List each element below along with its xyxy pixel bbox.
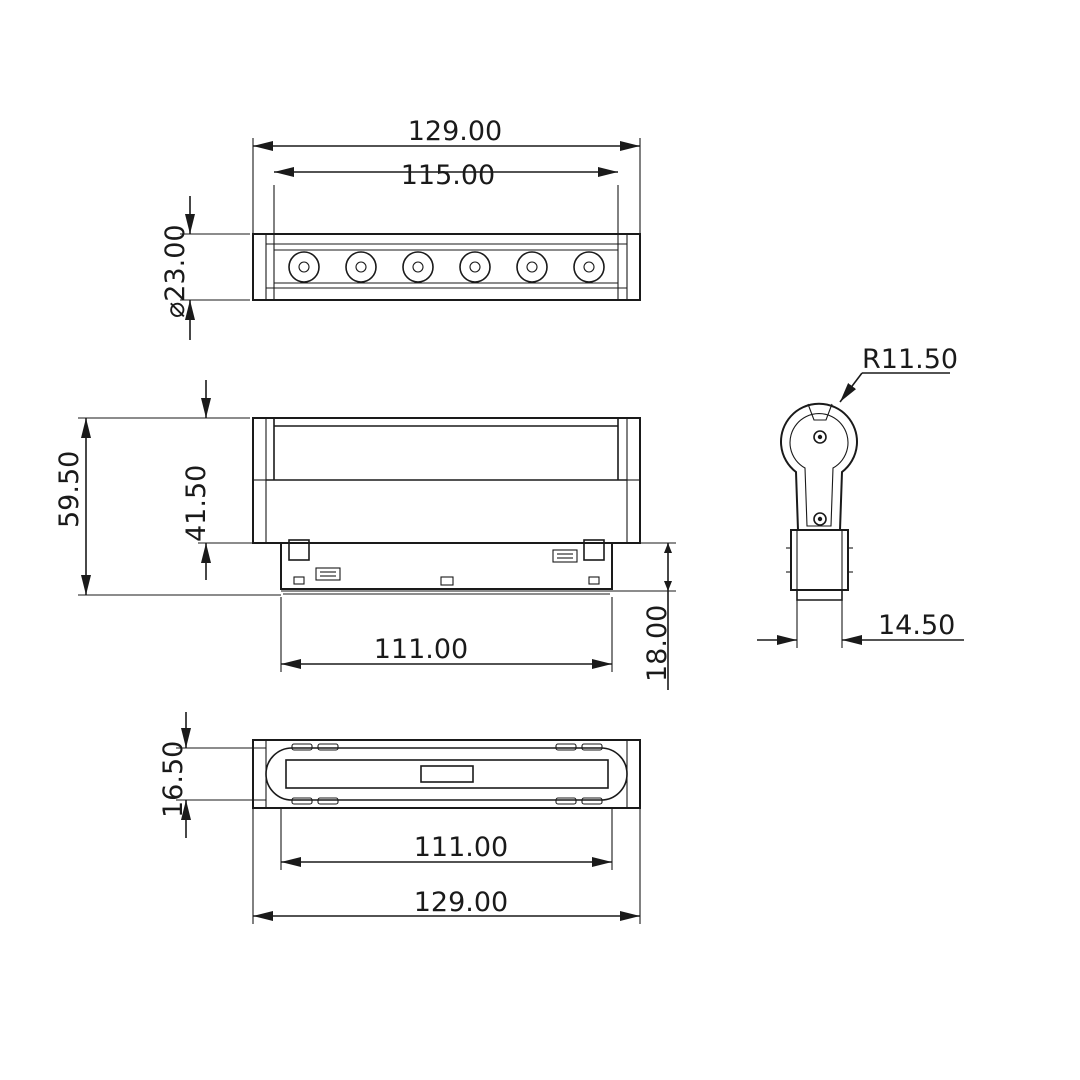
- dim-bottom-overall-length: 129.00: [414, 887, 508, 918]
- bottom-view: 16.50 111.00 129.00: [158, 712, 641, 924]
- label-plate: [420, 765, 474, 783]
- lens: [573, 251, 605, 283]
- lens: [402, 251, 434, 283]
- dim-side-radius: R11.50: [862, 344, 958, 375]
- front-view: 59.50 41.50 111.00 18.00: [54, 380, 676, 690]
- lens: [288, 251, 320, 283]
- dim-bottom-depth: 16.50: [158, 741, 189, 818]
- bottom-body-outline: [252, 739, 641, 809]
- dim-top-overall-length: 129.00: [408, 116, 502, 147]
- dim-front-body-height: 41.50: [181, 465, 212, 542]
- top-view: 129.00 115.00: [160, 116, 641, 340]
- lens: [516, 251, 548, 283]
- dim-front-overall-height: 59.50: [54, 451, 85, 528]
- diameter-symbol: ⌀: [160, 302, 191, 318]
- lens: [459, 251, 491, 283]
- lens: [345, 251, 377, 283]
- front-adapter-outline: [280, 542, 613, 590]
- lens-row: [288, 251, 605, 283]
- top-body-outline: [252, 233, 641, 301]
- diameter-value: 23.00: [160, 224, 191, 301]
- dim-top-diameter: ⌀23.00: [160, 224, 191, 318]
- dim-side-adapter-width: 14.50: [878, 610, 955, 641]
- side-view: R11.50 14.50: [757, 344, 964, 648]
- side-profile-outline: [780, 402, 858, 531]
- svg-text:⌀23.00: ⌀23.00: [160, 224, 191, 318]
- dim-top-lens-span: 115.00: [401, 160, 495, 191]
- dim-front-base-length: 111.00: [374, 634, 468, 665]
- dim-bottom-inner-length: 111.00: [414, 832, 508, 863]
- side-adapter-outline: [790, 529, 849, 591]
- dim-front-adapter-height: 18.00: [642, 605, 673, 682]
